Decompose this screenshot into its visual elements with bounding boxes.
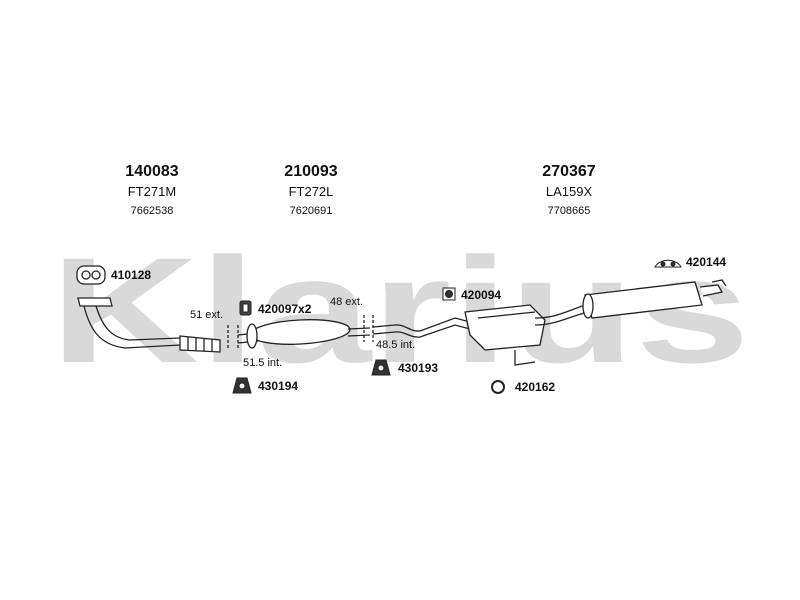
fitting-code-clamp: 420097x2 xyxy=(258,302,312,316)
hanger-left-icon xyxy=(232,377,252,394)
centre-silencer xyxy=(227,319,371,350)
part-number-270367: 270367 xyxy=(542,163,596,180)
fitting-code-hanger-mid: 430193 xyxy=(398,361,439,375)
fitting-code-gasket: 410128 xyxy=(111,268,152,282)
rear-section xyxy=(363,279,727,366)
part-number-210093: 210093 xyxy=(284,163,338,180)
oe-number-7708665: 7708665 xyxy=(547,205,591,217)
rubber-mount-right-icon xyxy=(654,259,682,268)
oe-number-7620691: 7620691 xyxy=(289,205,333,217)
fitting-code-ring: 420162 xyxy=(515,380,556,394)
model-ft272l: FT272L xyxy=(288,184,334,199)
fitting-code-hanger-left: 430194 xyxy=(258,379,299,393)
fitting-code-mount-right: 420144 xyxy=(686,255,727,269)
oe-number-7662538: 7662538 xyxy=(130,205,174,217)
measurement-int-mid: 48.5 int. xyxy=(376,339,416,351)
hanger-mid-icon xyxy=(371,359,391,376)
rubber-mount-icon xyxy=(442,287,456,301)
measurement-int-left: 51.5 int. xyxy=(243,357,283,369)
fitting-code-mount-mid: 420094 xyxy=(461,288,502,302)
measurement-ext-left: 51 ext. xyxy=(190,309,224,321)
model-la159x: LA159X xyxy=(545,184,593,199)
ring-icon xyxy=(491,380,505,394)
front-pipe xyxy=(77,297,221,353)
measurement-ext-mid: 48 ext. xyxy=(330,296,364,308)
part-number-140083: 140083 xyxy=(125,163,179,180)
gasket-icon xyxy=(76,265,106,285)
clamp-icon xyxy=(239,300,252,316)
model-ft271m: FT271M xyxy=(127,184,177,199)
